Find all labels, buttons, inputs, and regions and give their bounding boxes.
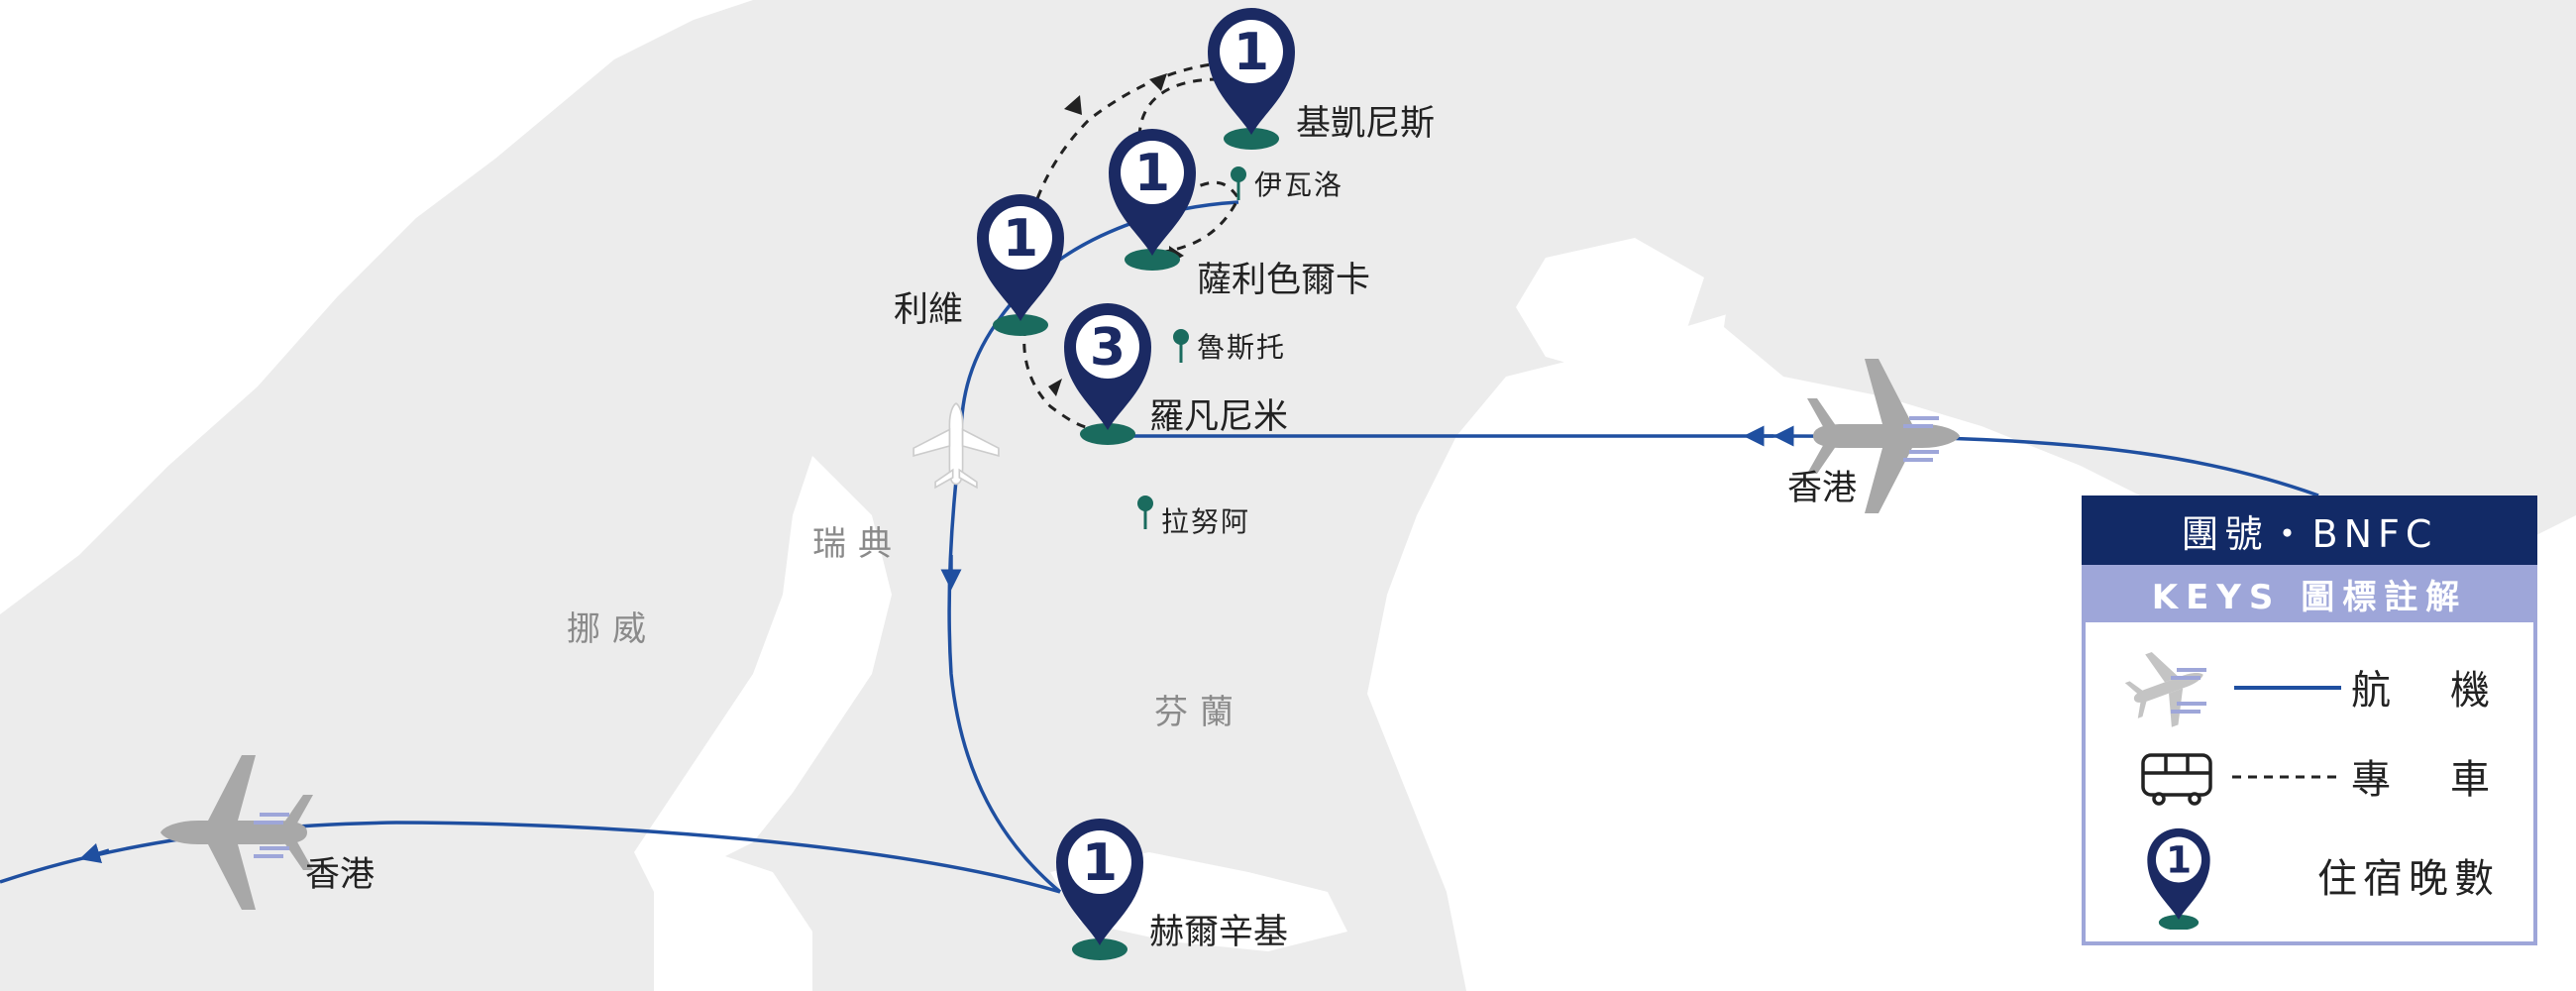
land-east (1724, 218, 2576, 575)
legend-body: 航 機 專 車 1 (2082, 622, 2537, 945)
pin-rovaniemi[interactable]: 3 (1064, 303, 1151, 445)
legend-pin-symbol: 1 (2147, 827, 2210, 930)
pin-helsinki[interactable]: 1 (1056, 819, 1143, 960)
flight-route-levi-helsinki (947, 435, 1062, 894)
city-label-hong-kong-west: 香港 (305, 855, 375, 895)
poi-pin-ivalo (1231, 166, 1246, 200)
country-label-finland: 芬蘭 (1154, 693, 1245, 732)
country-label-norway: 挪威 (567, 609, 658, 649)
city-label-levi: 利維 (894, 290, 963, 330)
plane-icon (2117, 642, 2216, 731)
country-label-sweden: 瑞典 (812, 524, 904, 564)
city-label-ruka: 魯斯托 (1197, 331, 1286, 364)
city-label-saariselka: 薩利色爾卡 (1197, 261, 1370, 300)
pin-kirkenes-nights: 1 (1234, 23, 1269, 82)
flight-route-helsinki-hongkong (0, 821, 1061, 894)
legend-nights-label: 住宿晚數 (2317, 856, 2500, 902)
legend-coach-label: 專 車 (2351, 757, 2500, 803)
flight-routes (0, 200, 2319, 894)
pin-kirkenes[interactable]: 1 (1208, 8, 1295, 150)
flight-route-west-arrow (78, 842, 110, 864)
legend-row-coach: 專 車 (2086, 731, 2533, 821)
legend-flight-symbol (2117, 642, 2341, 731)
map-pin-icon: 1 (2147, 827, 2210, 930)
legend-flight-label: 航 機 (2351, 668, 2500, 714)
pin-rovaniemi-nights: 3 (1090, 318, 1126, 378)
legend-row-nights: 1 住宿晚數 (2086, 821, 2533, 930)
city-label-ranua: 拉努阿 (1161, 505, 1250, 538)
pin-levi-nights: 1 (1003, 209, 1038, 269)
legend-row-flight: 航 機 (2086, 642, 2533, 731)
coach-route-levi-rovaniemi (1022, 326, 1091, 430)
legend-panel: 團號・BNFC KEYS 圖標註解 航 機 (2082, 496, 2537, 951)
legend-tour-code: 團號・BNFC (2082, 496, 2537, 565)
city-label-hong-kong-east: 香港 (1787, 469, 1857, 508)
city-label-helsinki: 赫爾辛基 (1149, 913, 1288, 952)
sea-bothnia (634, 456, 892, 892)
sea-baltic (654, 852, 812, 991)
sea-white (1516, 238, 1704, 377)
pin-saariselka-nights: 1 (1134, 144, 1170, 203)
city-label-rovaniemi: 羅凡尼米 (1149, 397, 1288, 437)
city-label-kirkenes: 基凱尼斯 (1296, 104, 1435, 144)
bus-icon (2141, 753, 2212, 806)
coach-route-saariselka-loop (1158, 180, 1240, 255)
legend-pin-number: 1 (2166, 837, 2192, 881)
sea-areas (634, 238, 1704, 991)
poi-pin-ruka (1173, 329, 1189, 363)
pin-saariselka[interactable]: 1 (1109, 129, 1196, 271)
poi-pin-ranua (1137, 496, 1153, 529)
pin-helsinki-nights: 1 (1082, 833, 1118, 893)
city-label-ivalo: 伊瓦洛 (1254, 168, 1343, 201)
pin-levi[interactable]: 1 (977, 194, 1064, 336)
legend-title: KEYS 圖標註解 (2082, 565, 2537, 622)
legend-coach-symbol (2141, 753, 2341, 806)
